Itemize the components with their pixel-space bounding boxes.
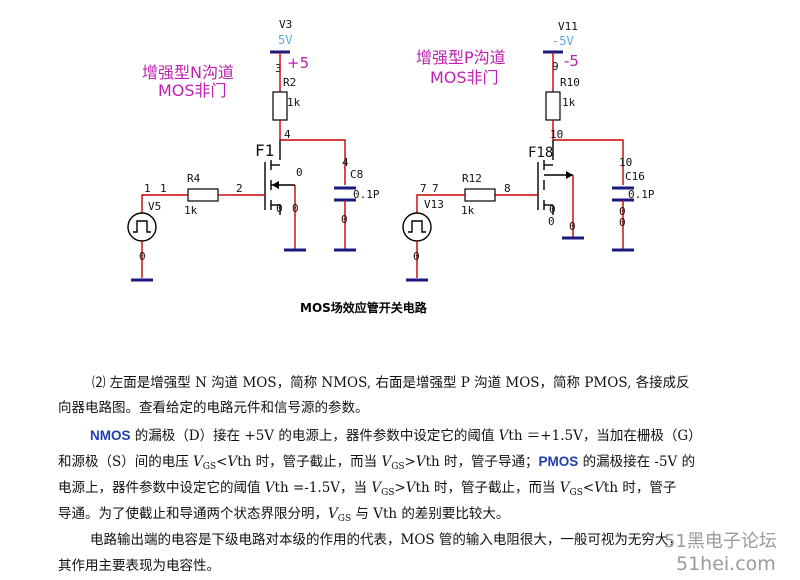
right-pulse-source bbox=[402, 212, 432, 242]
left-input-wire bbox=[141, 194, 188, 213]
right-output-wire bbox=[553, 139, 624, 185]
left-supply-net: +5 bbox=[287, 54, 309, 72]
right-rin-name: R12 bbox=[462, 172, 482, 185]
right-rload-name: R10 bbox=[560, 76, 580, 89]
left-rin-name: R4 bbox=[187, 172, 201, 185]
left-gate-node: 2 bbox=[236, 182, 243, 195]
pmos-keyword: PMOS bbox=[538, 454, 579, 469]
schematic-diagram: 增强型N沟道 MOS非门 V3 5V 3 +5 R2 1k 4 4 C8 0.1… bbox=[127, 18, 655, 315]
left-pulse-source bbox=[127, 212, 157, 242]
right-caption-line2: MOS非门 bbox=[430, 68, 499, 87]
left-caption-line1: 增强型N沟道 bbox=[142, 63, 234, 82]
left-fet-src-node: 0 bbox=[276, 202, 283, 215]
left-in-node1: 1 bbox=[144, 182, 151, 195]
left-caption-line2: MOS非门 bbox=[158, 81, 227, 100]
right-src-gnd-node: 0 bbox=[413, 250, 420, 263]
right-cap-value: 0.1P bbox=[628, 188, 655, 201]
right-node-drain: 10 bbox=[550, 128, 563, 141]
left-rload-value: 1k bbox=[287, 96, 301, 109]
right-src-name: V13 bbox=[424, 198, 444, 211]
left-pulse-icon bbox=[133, 220, 151, 233]
right-fet-src-node2: 0 bbox=[548, 215, 555, 228]
paragraph-3-line-1: 电路输出端的电容是下级电路对本级的作用的代表，MOS 管的输入电阻很大，一般可视… bbox=[90, 532, 682, 548]
right-fet-body-node: 0 bbox=[569, 220, 576, 233]
left-fet-src-node2: 0 bbox=[292, 202, 299, 215]
left-node-drain2: 4 bbox=[342, 156, 349, 169]
right-fet-arrow bbox=[566, 171, 573, 179]
paragraph-2-line-3: 电源上，器件参数中设定它的阈值 Vth =-1.5V，当 VGS>Vth 时，管… bbox=[58, 480, 677, 498]
left-supply-value: 5V bbox=[278, 33, 292, 47]
watermark-url: 51hei.com bbox=[676, 553, 776, 575]
right-in-node1: 7 bbox=[420, 182, 427, 195]
paragraph-3-line-2: 其作用主要表现为电容性。 bbox=[58, 558, 220, 574]
right-rload-value: 1k bbox=[562, 96, 576, 109]
right-supply-net: -5 bbox=[564, 52, 579, 70]
left-rin-value: 1k bbox=[184, 204, 198, 217]
right-supply-name: V11 bbox=[558, 20, 578, 33]
left-fet-name: F1 bbox=[255, 141, 274, 160]
left-src-gnd-node: 0 bbox=[139, 250, 146, 263]
right-cap-node: 0 bbox=[619, 205, 626, 218]
right-fet-name: F18 bbox=[528, 145, 553, 161]
left-rload-resistor bbox=[272, 91, 288, 121]
right-supply-node: 9 bbox=[552, 60, 559, 73]
left-cap-value: 0.1P bbox=[353, 188, 380, 201]
right-in-node2: 7 bbox=[432, 182, 439, 195]
paragraph-2-line-1: NMOS 的漏极（D）接在 +5V 的电源上，器件参数中设定它的阈值 Vth ＝… bbox=[90, 428, 702, 444]
left-fet-body-node: 0 bbox=[296, 166, 303, 179]
left-rin-resistor bbox=[187, 188, 219, 202]
right-rin-value: 1k bbox=[461, 204, 475, 217]
left-rload-name: R2 bbox=[283, 76, 296, 89]
watermark-forum: 51黑电子论坛 bbox=[664, 531, 777, 552]
right-node-drain2: 10 bbox=[619, 156, 632, 169]
right-rin-resistor bbox=[464, 188, 496, 202]
figure-title: MOS场效应管开关电路 bbox=[300, 300, 428, 315]
left-output-wire bbox=[280, 139, 346, 185]
right-rload-resistor bbox=[545, 91, 561, 121]
right-pulse-icon bbox=[408, 220, 426, 233]
left-cap-node: 0 bbox=[341, 213, 348, 226]
left-cap-name: C8 bbox=[350, 168, 363, 181]
right-cap-node2: 0 bbox=[619, 216, 626, 229]
paragraph-1-line-1: ⑵ 左面是增强型 N 沟道 MOS，简称 NMOS, 右面是增强型 P 沟道 M… bbox=[92, 375, 690, 391]
nmos-keyword: NMOS bbox=[90, 428, 131, 443]
right-fet-src-node: 0 bbox=[549, 203, 556, 216]
right-supply-value: -5V bbox=[552, 34, 574, 48]
left-fet-arrow bbox=[272, 181, 279, 189]
paragraph-2-line-4: 导通。为了使截止和导通两个状态界限分明，VGS 与 Vth 的差别要比较大。 bbox=[58, 506, 510, 524]
left-supply-name: V3 bbox=[279, 18, 292, 31]
left-supply-node: 3 bbox=[275, 62, 282, 75]
right-cap-name: C16 bbox=[625, 170, 645, 183]
left-src-name: V5 bbox=[148, 200, 161, 213]
left-in-node2: 1 bbox=[160, 182, 167, 195]
right-gate-node: 8 bbox=[504, 182, 511, 195]
right-caption-line1: 增强型P沟道 bbox=[416, 48, 506, 67]
paragraph-2-line-2: 和源极（S）间的电压 VGS<Vth 时，管子截止，而当 VGS>Vth 时，管… bbox=[58, 454, 696, 472]
right-input-wire bbox=[416, 194, 465, 213]
paragraph-1-line-2: 向器电路图。查看给定的电路元件和信号源的参数。 bbox=[58, 400, 369, 416]
left-node-drain: 4 bbox=[284, 128, 291, 141]
